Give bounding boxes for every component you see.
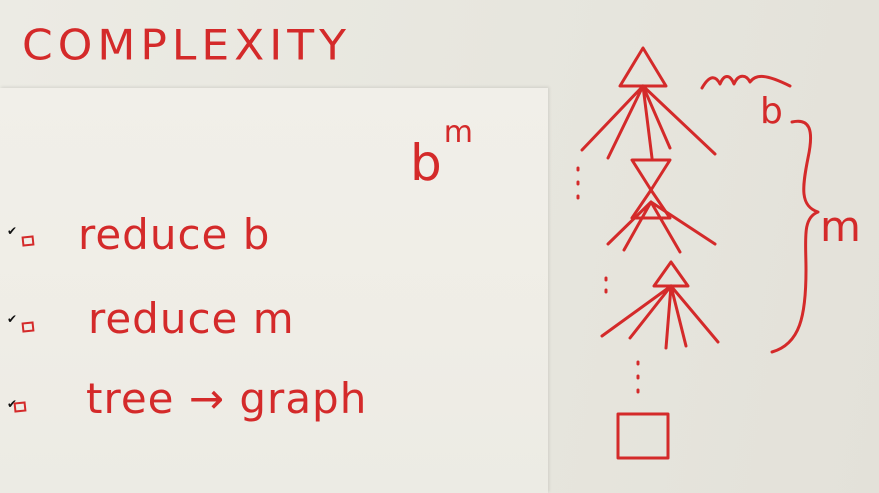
heading-complexity: COMPLEXITY xyxy=(22,21,352,70)
checklist-item-reduce-b: reduce b xyxy=(78,210,271,259)
checkmark-icon: ✔ xyxy=(7,397,18,411)
mid-node-top-triangle xyxy=(630,158,672,192)
depth-label: m xyxy=(820,202,861,251)
formula-b-to-the-m: bm xyxy=(410,118,473,188)
mid-node-bottom-triangle xyxy=(630,188,672,220)
checkbox-icon xyxy=(21,321,35,333)
checkbox-icon xyxy=(13,401,27,413)
mid-branches xyxy=(606,200,717,254)
checklist-item-reduce-m: reduce m xyxy=(88,294,295,343)
branching-factor-label: b xyxy=(760,91,783,132)
depth-brace xyxy=(770,119,820,354)
checkbox-icon xyxy=(21,235,35,247)
goal-square xyxy=(616,412,670,460)
search-tree-diagram xyxy=(576,46,820,460)
formula-base: b xyxy=(410,134,442,192)
root-triangle xyxy=(618,46,668,88)
lower-branches xyxy=(600,284,720,350)
checklist-item-tree-to-graph: tree → graph xyxy=(86,374,368,423)
branching-squiggle xyxy=(700,74,792,90)
formula-exponent: m xyxy=(443,115,473,151)
root-branches xyxy=(580,84,717,160)
paper-sheet xyxy=(0,88,548,493)
checkmark-icon: ✔ xyxy=(7,224,18,238)
lower-triangle xyxy=(652,260,690,288)
checkmark-icon: ✔ xyxy=(7,312,18,326)
